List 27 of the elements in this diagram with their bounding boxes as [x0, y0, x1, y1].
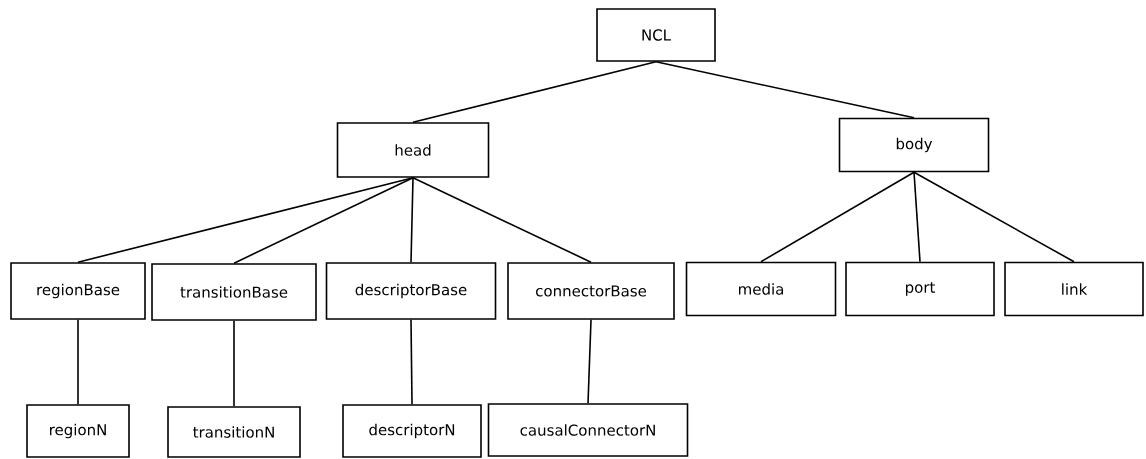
connector-line — [587, 319, 592, 404]
tree-box: body — [838, 117, 990, 173]
connector-line — [77, 177, 414, 263]
tree-box: transitionN — [167, 406, 301, 458]
tree-box: link — [1004, 261, 1144, 317]
tree-box: causalConnectorN — [487, 403, 689, 457]
connector-line — [913, 171, 921, 263]
connector-line — [410, 177, 414, 263]
tree-box: regionBase — [10, 262, 146, 320]
tree-box: descriptorN — [342, 404, 482, 458]
tree-box: descriptorBase — [325, 262, 497, 320]
connector-line — [233, 177, 414, 264]
tree-box: NCL — [596, 8, 716, 62]
tree-box: port — [845, 261, 995, 317]
tree-box: regionN — [26, 404, 130, 458]
tree-box: head — [336, 122, 490, 178]
tree-box: transitionBase — [151, 263, 317, 321]
connector-line — [760, 171, 915, 263]
connector-line — [410, 319, 413, 405]
connector-line — [233, 320, 235, 407]
connector-line — [655, 61, 915, 119]
connector-line — [77, 319, 79, 405]
connector-line — [412, 177, 592, 263]
connector-line — [412, 61, 657, 123]
tree-box: connectorBase — [507, 262, 675, 320]
connector-line — [913, 171, 1075, 263]
tree-box: media — [685, 261, 837, 317]
